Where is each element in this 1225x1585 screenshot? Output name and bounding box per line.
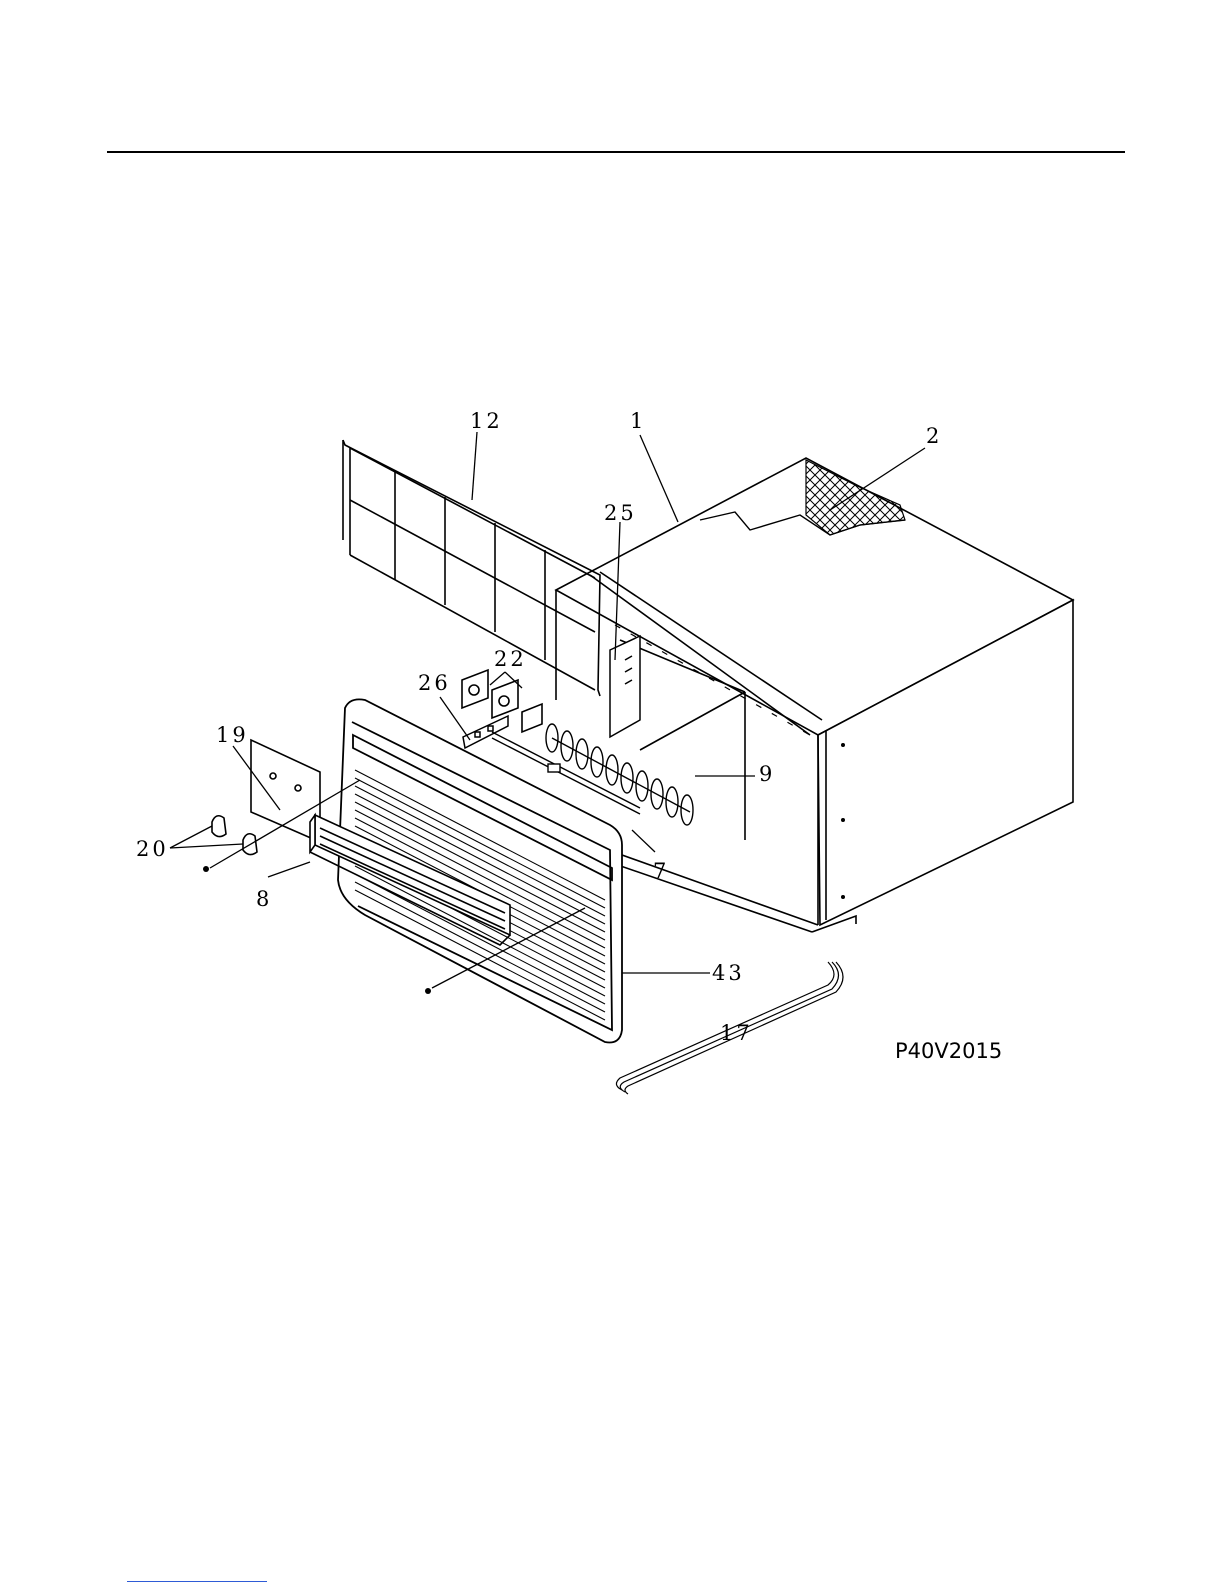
control-knobs xyxy=(212,816,257,855)
callout-20: 20 xyxy=(136,837,169,861)
callout-12: 12 xyxy=(470,409,503,433)
callout-8: 8 xyxy=(256,887,272,911)
air-filter xyxy=(343,440,600,696)
callout-43: 43 xyxy=(712,961,745,985)
drawing-code: P40V2015 xyxy=(895,1039,1002,1063)
callout-2: 2 xyxy=(926,424,942,448)
callout-9: 9 xyxy=(759,762,775,786)
bottom-link-underline[interactable] xyxy=(127,1581,267,1582)
callout-17: 17 xyxy=(720,1021,753,1045)
callout-7: 7 xyxy=(653,859,669,883)
callout-1: 1 xyxy=(630,409,646,433)
callout-19: 19 xyxy=(216,723,249,747)
callout-22: 22 xyxy=(494,647,527,671)
callout-26: 26 xyxy=(418,671,451,695)
control-board xyxy=(610,636,640,737)
callout-25: 25 xyxy=(604,501,637,525)
